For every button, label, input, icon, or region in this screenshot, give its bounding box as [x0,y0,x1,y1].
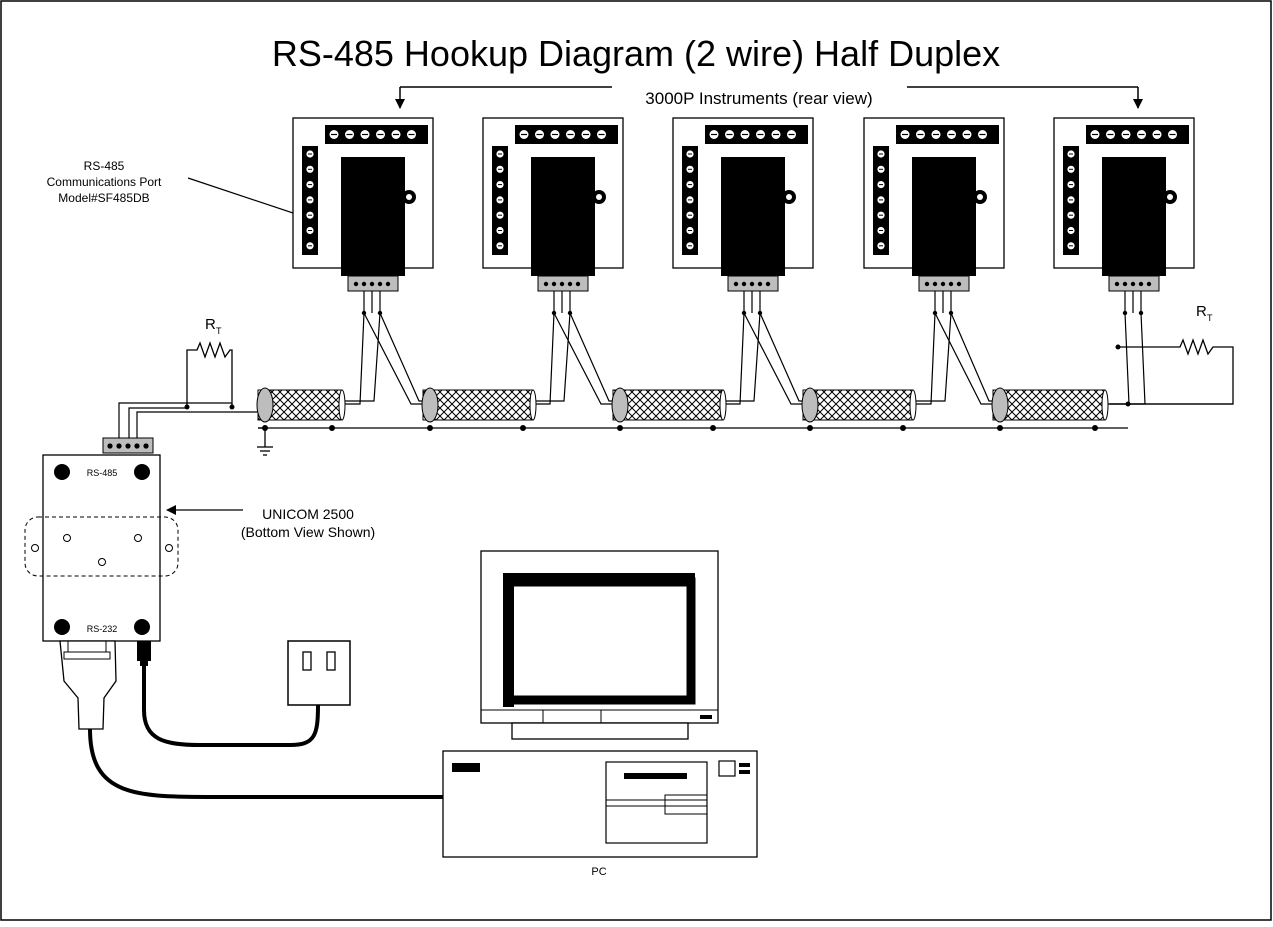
cable-end-icon [801,387,819,423]
instrument-2 [482,117,624,405]
diagram-title: RS-485 Hookup Diagram (2 wire) Half Dupl… [272,33,1000,74]
comm-port-module [531,157,595,276]
port-label-line3: Model#SF485DB [58,191,149,205]
comm-port-module [721,157,785,276]
terminator-left-label: R [205,316,216,333]
unicom-converter: RS-485 RS-232 [24,402,258,730]
terminator-left-sub: T [216,326,222,336]
cable-end-icon [611,387,629,423]
unicom-rs232-label: RS-232 [87,624,118,634]
instrument-3 [672,117,814,405]
cable-end-icon [256,387,274,423]
unicom-body [42,454,161,642]
comm-port-module [341,157,405,276]
ground-icon [257,425,273,456]
unicom-rs485-label: RS-485 [87,468,118,478]
terminator-right-sub: T [1207,313,1213,323]
wall-outlet [287,640,351,706]
cable-end-icon [991,387,1009,423]
unicom-label-line1: UNICOM 2500 [262,506,354,522]
shielded-cable-5 [991,387,1109,431]
terminator-right: R T [1115,303,1234,407]
power-cable [142,666,320,747]
terminator-right-label: R [1196,303,1207,320]
instruments-label: 3000P Instruments (rear view) [645,89,872,108]
pc-case [442,750,758,858]
instruments-group [292,117,1195,405]
cable-end-icon [421,387,439,423]
pc-label: PC [591,866,606,878]
instrument-4 [863,117,1005,405]
serial-cable [88,728,445,800]
shielded-cable-1 [256,387,346,431]
unicom-label-line2: (Bottom View Shown) [241,524,375,540]
shielded-cable-3 [611,387,727,431]
port-label-line1: RS-485 [84,159,125,173]
shielded-cable-4 [801,387,917,431]
instruments-bracket [395,86,1143,109]
rs485-bus [256,387,1233,431]
instrument-5 [1053,117,1195,405]
instrument-1 [292,117,434,405]
port-label-line2: Communications Port [47,175,162,189]
pc [442,550,758,858]
comm-port-module [912,157,976,276]
port-label-group: RS-485 Communications Port Model#SF485DB [47,159,336,229]
shielded-cable-2 [421,387,537,431]
comm-port-module [1102,157,1166,276]
terminator-left: R T [184,316,235,410]
